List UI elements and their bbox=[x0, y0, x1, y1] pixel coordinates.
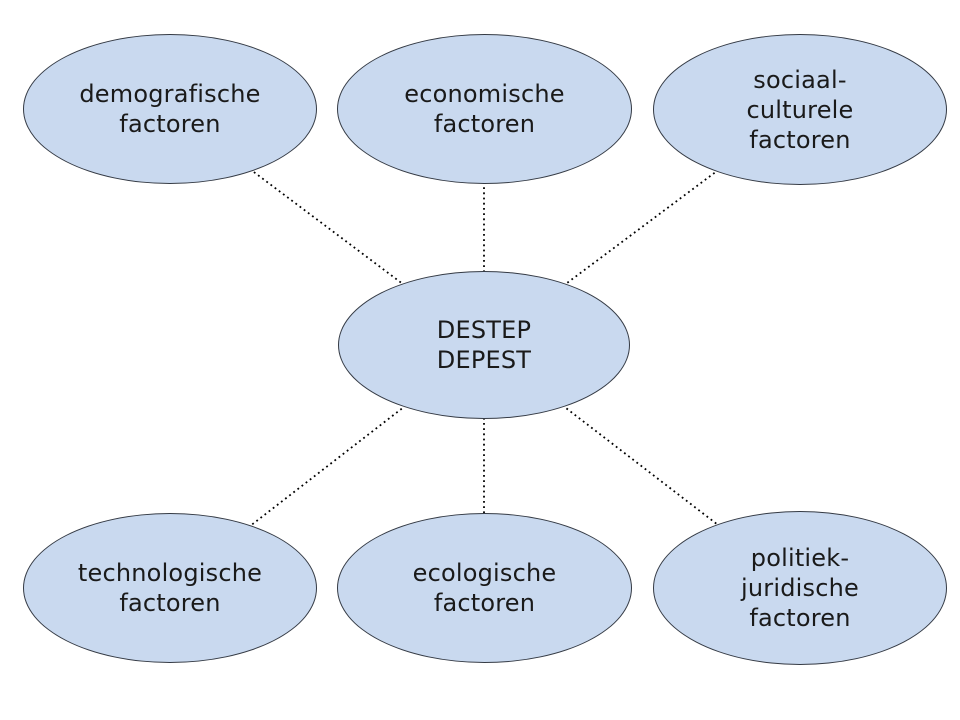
node-demografische-label: demografische factoren bbox=[79, 80, 261, 138]
node-technologische-factoren: technologische factoren bbox=[23, 513, 317, 663]
node-demografische-factoren: demografische factoren bbox=[23, 34, 317, 184]
node-technologische-label: technologische factoren bbox=[77, 559, 263, 617]
node-politiek-juridische-factoren: politiek- juridische factoren bbox=[653, 511, 947, 665]
node-ecologische-label: ecologische factoren bbox=[412, 559, 557, 617]
node-destep-center: DESTEP DEPEST bbox=[338, 271, 630, 419]
node-economische-factoren: economische factoren bbox=[337, 34, 632, 184]
node-sociaal-culturele-label: sociaal- culturele factoren bbox=[746, 65, 854, 154]
connector-center-to-politiek-juridische bbox=[483, 344, 801, 589]
connector-center-to-technologische bbox=[169, 344, 485, 589]
node-sociaal-culturele-factoren: sociaal- culturele factoren bbox=[653, 34, 947, 185]
node-politiek-juridische-label: politiek- juridische factoren bbox=[741, 544, 859, 632]
node-ecologische-factoren: ecologische factoren bbox=[337, 513, 632, 663]
node-economische-label: economische factoren bbox=[404, 80, 565, 138]
node-destep-center-label: DESTEP DEPEST bbox=[436, 316, 532, 374]
